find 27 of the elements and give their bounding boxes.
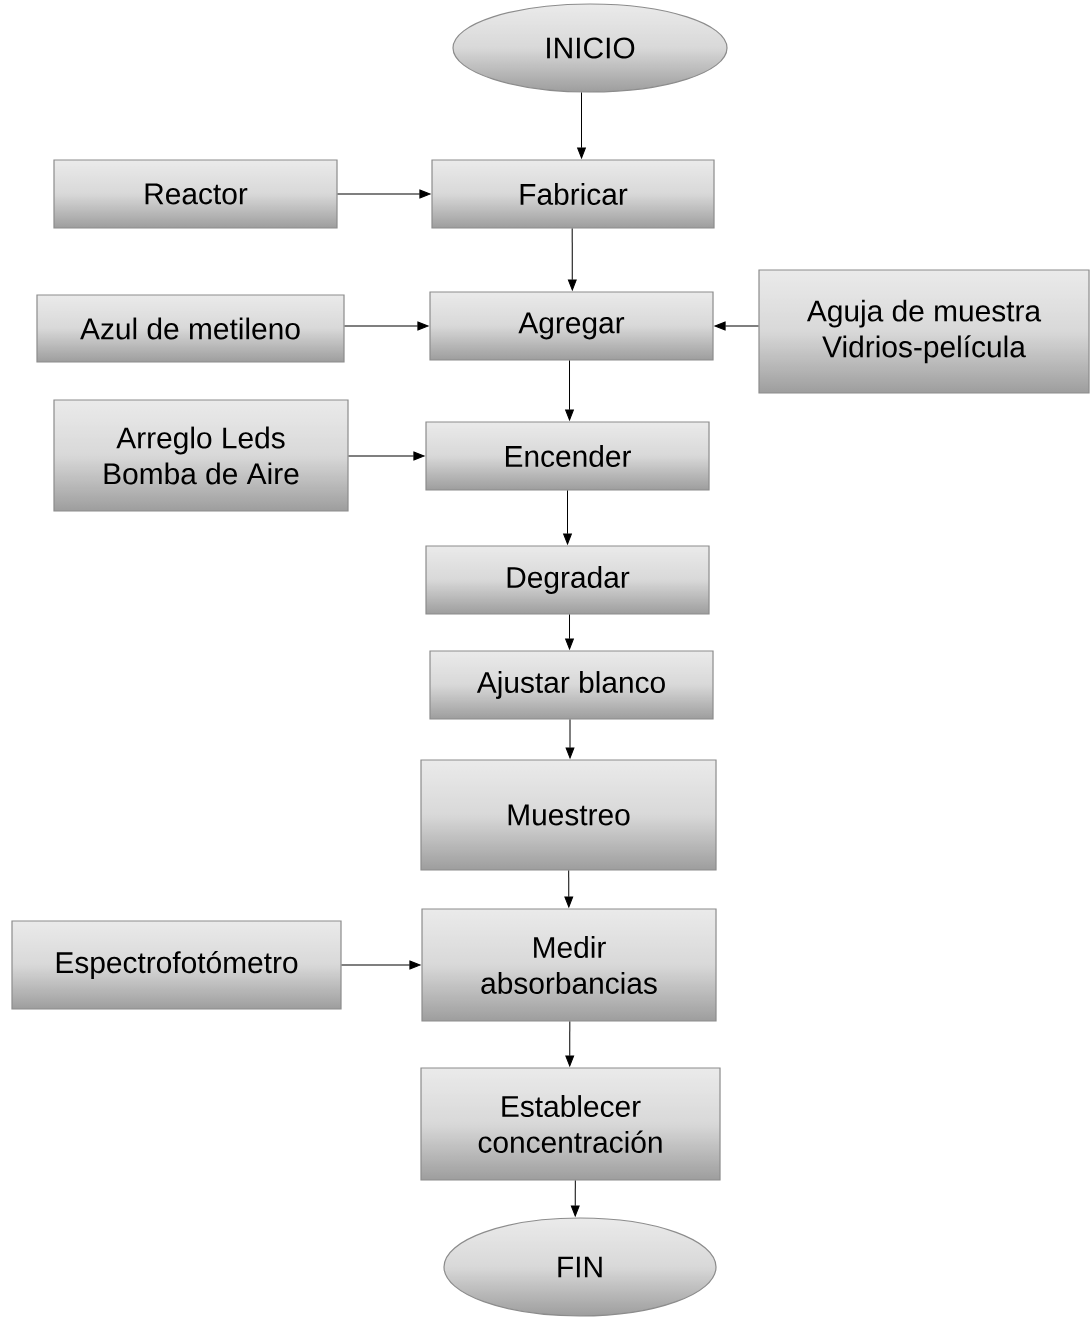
arrow xyxy=(337,189,431,199)
process-box: Agregar xyxy=(429,291,714,361)
arrow xyxy=(565,360,574,421)
arrow xyxy=(565,1021,575,1067)
arrow xyxy=(563,490,572,545)
arrow xyxy=(714,321,759,331)
arrow xyxy=(577,92,586,159)
arrow xyxy=(567,228,577,291)
process-box: Encender xyxy=(425,421,710,491)
process-box: Espectrofotómetro xyxy=(11,920,342,1010)
process-box: Ajustar blanco xyxy=(429,650,714,720)
arrow xyxy=(565,719,575,759)
process-box: Medir absorbancias xyxy=(421,908,717,1022)
process-box: Arreglo Leds Bomba de Aire xyxy=(53,399,349,512)
process-box: Degradar xyxy=(425,545,710,615)
process-box: Azul de metileno xyxy=(36,294,345,363)
process-box: Establecer concentración xyxy=(420,1067,721,1181)
arrow xyxy=(565,614,574,650)
process-box: Fabricar xyxy=(431,159,715,229)
arrow xyxy=(341,960,421,970)
process-box: Muestreo xyxy=(420,759,717,871)
arrow xyxy=(348,451,425,461)
arrow xyxy=(344,321,429,331)
process-box: Reactor xyxy=(53,159,338,229)
arrow xyxy=(570,1180,580,1217)
arrow xyxy=(564,870,574,908)
process-box: Aguja de muestra Vidrios-película xyxy=(758,269,1090,394)
